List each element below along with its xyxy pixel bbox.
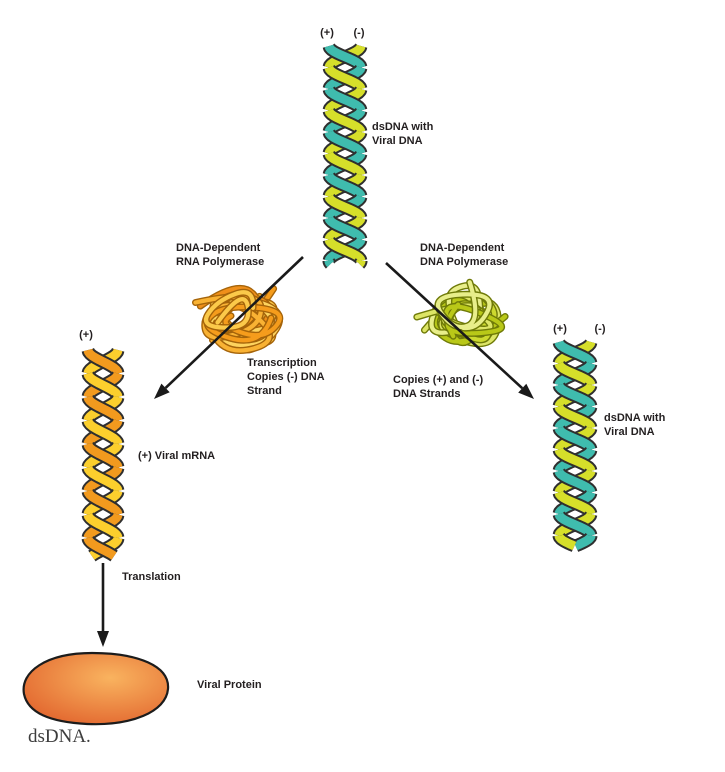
translation-label: Translation — [122, 571, 181, 583]
replication-label-line2: DNA Strands — [393, 388, 461, 400]
dna-polymerase-label-line1: DNA-Dependent — [420, 242, 505, 254]
viral-protein-blob — [22, 651, 170, 726]
transcription-label-line1: Transcription — [247, 357, 317, 369]
footer-caption: dsDNA. — [28, 726, 91, 747]
rna-polymerase-label-line2: RNA Polymerase — [176, 256, 265, 268]
rna-polymerase-blob — [192, 284, 284, 355]
top-helix-plus-label: (+) — [320, 27, 334, 39]
transcription-label-line3: Strand — [247, 385, 282, 397]
viral-protein-label: Viral Protein — [197, 679, 262, 691]
replication-arrow — [385, 262, 534, 399]
dna-polymerase-blob — [413, 278, 509, 348]
right-helix-caption-line1: dsDNA with — [604, 412, 666, 424]
mrna-plus-label: (+) — [79, 329, 93, 341]
top-helix-caption-line2: Viral DNA — [372, 135, 423, 147]
replication-label-line1: Copies (+) and (-) — [393, 374, 484, 386]
top-helix-minus-label: (-) — [353, 27, 365, 39]
dna-polymerase-label-line2: DNA Polymerase — [420, 256, 509, 268]
viral-mrna-helix — [81, 345, 125, 562]
translation-arrow — [97, 563, 109, 647]
top-helix-caption-line1: dsDNA with — [372, 121, 434, 133]
mrna-caption: (+) Viral mRNA — [138, 450, 216, 462]
top-dsdna-helix — [322, 41, 368, 271]
transcription-arrow — [154, 256, 304, 399]
right-helix-caption-line2: Viral DNA — [604, 426, 655, 438]
right-dsdna-helix — [552, 337, 598, 552]
right-helix-minus-label: (-) — [594, 323, 606, 335]
right-helix-plus-label: (+) — [553, 323, 567, 335]
transcription-label-line2: Copies (-) DNA — [247, 371, 325, 383]
rna-polymerase-label-line1: DNA-Dependent — [176, 242, 261, 254]
